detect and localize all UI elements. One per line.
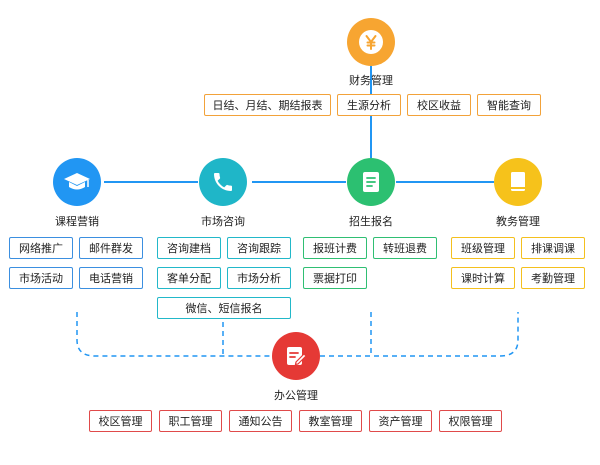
- finance-item-campus-revenue[interactable]: 校区收益: [407, 94, 471, 116]
- marketing-item-telemarketing[interactable]: 电话营销: [79, 267, 143, 289]
- office-item-classroom-mgmt[interactable]: 教室管理: [299, 410, 362, 432]
- office-item-staff-mgmt[interactable]: 职工管理: [159, 410, 222, 432]
- yen-icon: [359, 30, 383, 54]
- academic-title: 教务管理: [496, 215, 540, 228]
- office-item-asset-mgmt[interactable]: 资产管理: [369, 410, 432, 432]
- consult-node: [199, 158, 247, 206]
- academic-item-scheduling[interactable]: 排课调课: [521, 237, 585, 259]
- marketing-item-events[interactable]: 市场活动: [9, 267, 73, 289]
- connector-dashed-left: [76, 312, 272, 357]
- academic-item-hours-calc[interactable]: 课时计算: [451, 267, 515, 289]
- enroll-item-billing[interactable]: 报班计费: [303, 237, 367, 259]
- consult-item-follow-up[interactable]: 咨询跟踪: [227, 237, 291, 259]
- graduation-cap-icon: [64, 173, 90, 190]
- office-item-campus-mgmt[interactable]: 校区管理: [89, 410, 152, 432]
- edit-icon: [287, 347, 307, 366]
- academic-item-attendance[interactable]: 考勤管理: [521, 267, 585, 289]
- office-node: [272, 332, 320, 380]
- phone-icon: [214, 173, 232, 191]
- office-item-notices[interactable]: 通知公告: [229, 410, 292, 432]
- marketing-item-online-promo[interactable]: 网络推广: [9, 237, 73, 259]
- enroll-title: 招生报名: [349, 215, 393, 228]
- enroll-node: [347, 158, 395, 206]
- finance-node: [347, 18, 395, 66]
- marketing-node: [53, 158, 101, 206]
- academic-item-class-mgmt[interactable]: 班级管理: [451, 237, 515, 259]
- connector-dashed-right: [320, 312, 519, 357]
- finance-item-student-analysis[interactable]: 生源分析: [337, 94, 401, 116]
- consult-item-create-file[interactable]: 咨询建档: [157, 237, 221, 259]
- finance-item-reports[interactable]: 日结、月结、期结报表: [204, 94, 331, 116]
- book-icon: [511, 172, 525, 191]
- office-title: 办公管理: [274, 389, 318, 402]
- finance-title: 财务管理: [349, 74, 393, 87]
- document-icon: [363, 172, 379, 192]
- enroll-item-transfer-refund[interactable]: 转班退费: [373, 237, 437, 259]
- marketing-item-email[interactable]: 邮件群发: [79, 237, 143, 259]
- consult-item-assign[interactable]: 客单分配: [157, 267, 221, 289]
- consult-title: 市场咨询: [201, 215, 245, 228]
- marketing-title: 课程营销: [55, 215, 99, 228]
- consult-item-wechat-sms[interactable]: 微信、短信报名: [157, 297, 291, 319]
- consult-item-market-analysis[interactable]: 市场分析: [227, 267, 291, 289]
- academic-node: [494, 158, 542, 206]
- office-item-permissions[interactable]: 权限管理: [439, 410, 502, 432]
- finance-item-smart-query[interactable]: 智能查询: [477, 94, 541, 116]
- enroll-item-receipt-print[interactable]: 票据打印: [303, 267, 367, 289]
